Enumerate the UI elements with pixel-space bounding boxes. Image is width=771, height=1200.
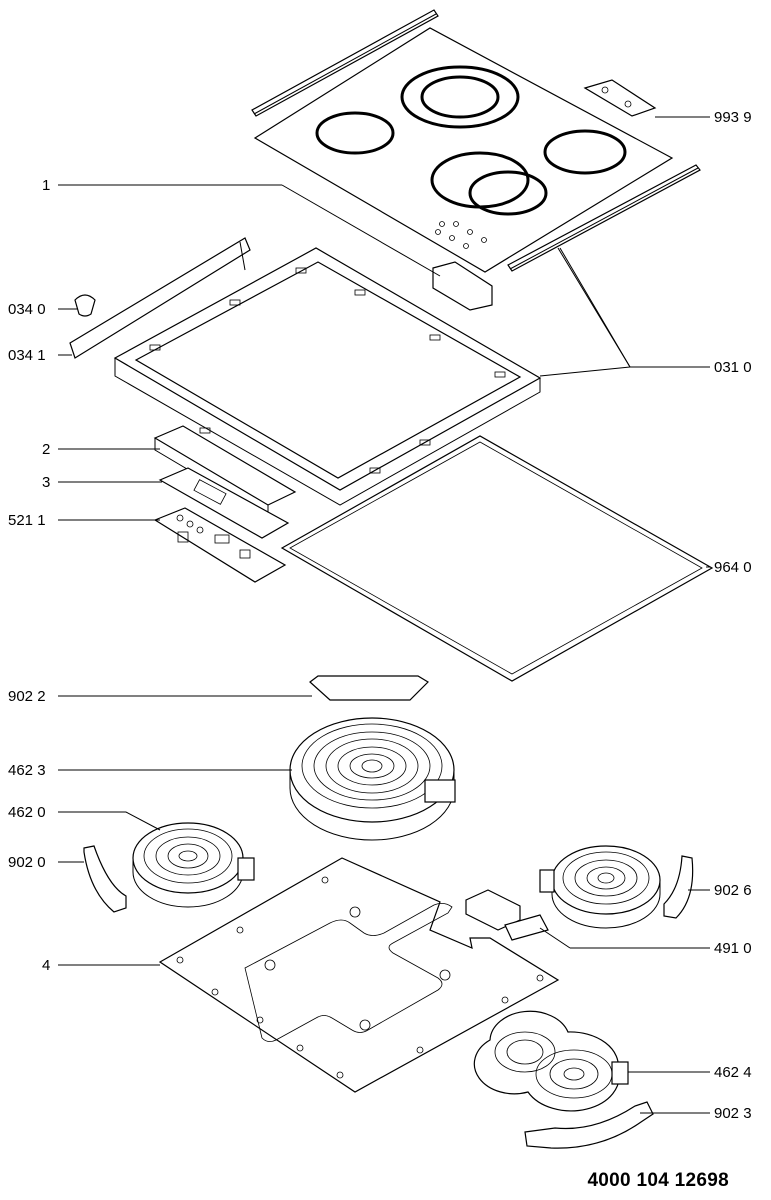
top-bracket — [432, 261, 493, 311]
callout-491-0: 491 0 — [714, 940, 752, 957]
base-plate — [158, 857, 560, 1093]
radiant-heater-462-0 — [132, 822, 255, 908]
spring-clip-034-0 — [74, 294, 96, 317]
callout-902-6: 902 6 — [714, 882, 752, 899]
heater-bracket-902-6 — [663, 855, 694, 919]
callout-3: 3 — [42, 474, 50, 491]
control-board — [153, 507, 287, 583]
callout-902-2: 902 2 — [8, 688, 46, 705]
callout-1: 1 — [42, 177, 50, 194]
callout-031-0: 031 0 — [714, 359, 752, 376]
callout-902-3: 902 3 — [714, 1105, 752, 1122]
fixing-clip-993-9 — [583, 79, 657, 117]
callout-034-1: 034 1 — [8, 347, 46, 364]
callout-034-0: 034 0 — [8, 301, 46, 318]
heater-bracket-902-3 — [524, 1101, 654, 1149]
callout-4: 4 — [42, 957, 50, 974]
callout-462-3: 462 3 — [8, 762, 46, 779]
callout-462-0: 462 0 — [8, 804, 46, 821]
document-number: 4000 104 12698 — [587, 1170, 729, 1191]
callout-labels: 1 993 9 034 0 034 1 031 0 2 3 521 1 964 … — [8, 109, 752, 1122]
callout-902-0: 902 0 — [8, 854, 46, 871]
callout-462-4: 462 4 — [714, 1064, 752, 1081]
insulation-plate — [158, 467, 290, 539]
radiant-heater-right — [539, 845, 661, 929]
dual-heater-462-4 — [473, 1010, 629, 1112]
callout-2: 2 — [42, 441, 50, 458]
terminal-block-491-0 — [465, 889, 549, 941]
callout-993-9: 993 9 — [714, 109, 752, 126]
hob-frame — [113, 247, 542, 506]
side-rail-034-1 — [69, 237, 251, 359]
frame-gasket — [280, 435, 714, 682]
radiant-heater-462-3 — [289, 675, 456, 841]
glass-ceramic-top — [253, 27, 674, 273]
trim-strip-left — [251, 9, 439, 117]
callout-964-0: 964 0 — [714, 559, 752, 576]
leader-lines — [58, 116, 710, 1114]
trim-strip-right — [507, 164, 701, 272]
heater-bracket-902-0 — [83, 845, 127, 913]
callout-521-1: 521 1 — [8, 512, 46, 529]
